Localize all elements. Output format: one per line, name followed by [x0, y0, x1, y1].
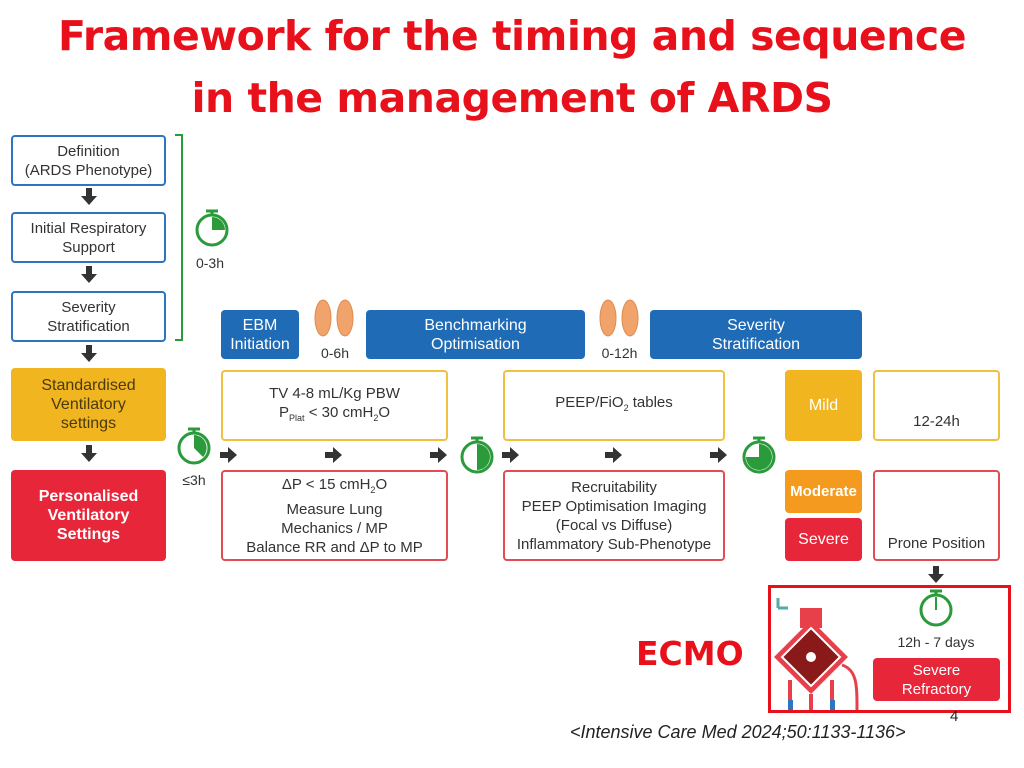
dp-text: ΔP < 15 cmH2O	[281, 475, 388, 495]
mild-box: Mild	[785, 370, 862, 441]
time-bracket	[175, 134, 183, 341]
initial-support-box: Initial Respiratory Support	[11, 212, 166, 263]
title-line-2: in the management of ARDS	[191, 74, 833, 122]
personal-mechanics-box: ΔP < 15 cmH2O Measure Lung Mechanics / M…	[221, 470, 448, 561]
moderate-box: Moderate	[785, 470, 862, 513]
severity-box: Severity Stratification	[11, 291, 166, 342]
down-arrows	[81, 188, 944, 583]
severe-box: Severe	[785, 518, 862, 561]
ecmo-label: ECMO	[636, 634, 744, 673]
stopwatch-icons	[177, 209, 953, 627]
severity-stratification-box: Severity Stratification	[650, 310, 862, 359]
recruitability-box: Recruitability PEEP Optimisation Imaging…	[503, 470, 725, 561]
page-number: 4	[950, 708, 959, 725]
ecmo-frame	[768, 585, 1011, 713]
mechanics-text: Measure Lung Mechanics / MP Balance RR a…	[246, 500, 423, 556]
definition-box: Definition (ARDS Phenotype)	[11, 135, 166, 186]
peep-text: PEEP/FiO2 tables	[555, 394, 673, 413]
feet-label-0-12h: 0-12h	[601, 345, 638, 361]
timing-12-24h-box: 12-24h	[873, 370, 1000, 441]
benchmarking-box: Benchmarking Optimisation	[366, 310, 585, 359]
right-arrows	[220, 447, 727, 463]
tv-text: TV 4-8 mL/Kg PBW	[269, 384, 400, 402]
peep-fio2-box: PEEP/FiO2 tables	[503, 370, 725, 441]
ecmo-timer-label: 12h - 7 days	[897, 634, 975, 650]
pplat-text: PPlat < 30 cmH2O	[279, 403, 390, 423]
feet-label-0-6h: 0-6h	[320, 345, 350, 361]
personalised-box: Personalised Ventilatory Settings	[11, 470, 166, 561]
title-line-1: Framework for the timing and sequence	[57, 12, 967, 60]
citation: <Intensive Care Med 2024;50:1133-1136>	[570, 722, 906, 742]
prone-position-box: Prone Position	[873, 470, 1000, 561]
standard-ebm-box: TV 4-8 mL/Kg PBW PPlat < 30 cmH2O	[221, 370, 448, 441]
ebm-initiation-box: EBM Initiation	[221, 310, 299, 359]
ecmo-machine-icon	[774, 598, 859, 711]
timer-label-0-3h: 0-3h	[195, 255, 225, 271]
severe-refractory-box: Severe Refractory	[873, 658, 1000, 701]
timer-label-3h: ≤3h	[182, 472, 206, 488]
standardised-box: Standardised Ventilatory settings	[11, 368, 166, 441]
